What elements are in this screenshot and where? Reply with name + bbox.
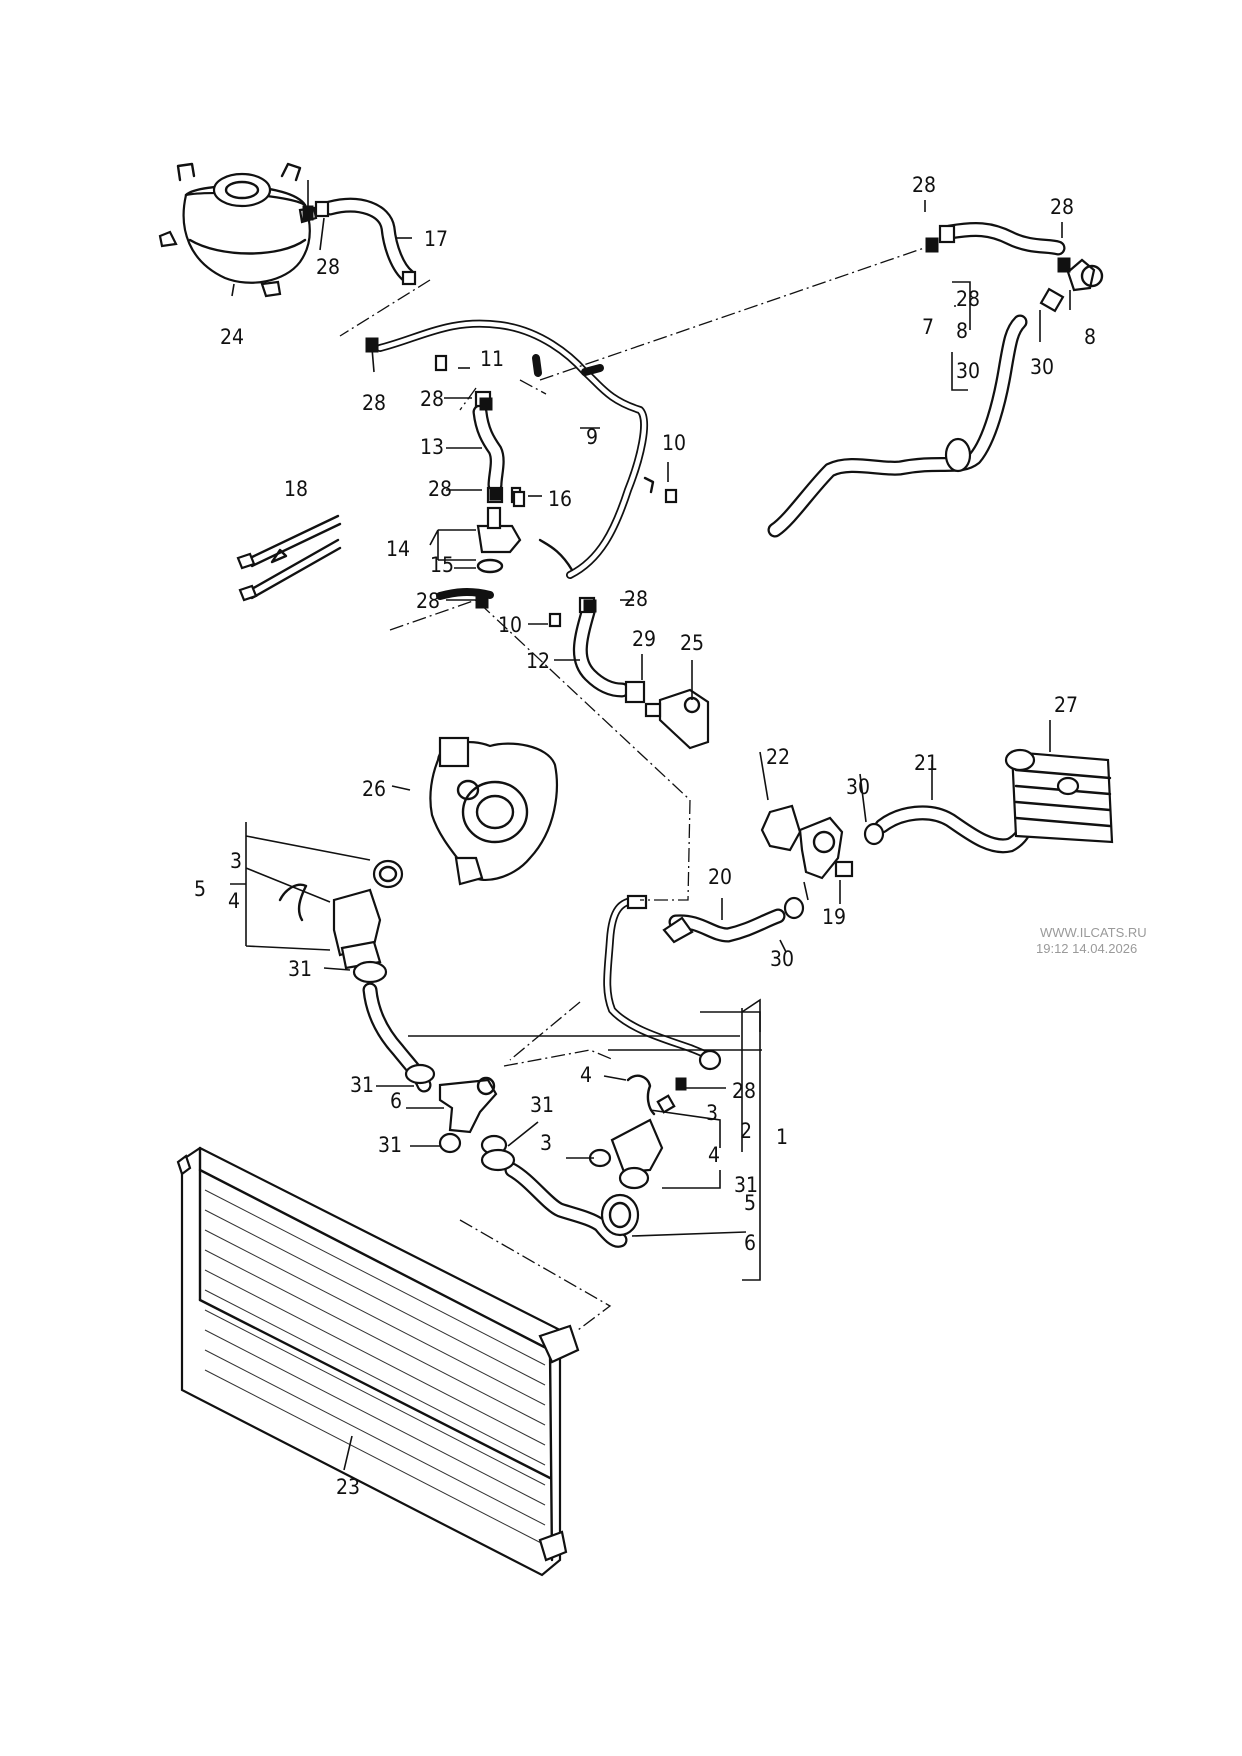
watermark: WWW.ILCATS.RU 19:12 14.04.2026 [1036,925,1147,956]
watermark-timestamp: 19:12 14.04.2026 [1036,941,1137,956]
assembly-lines [339,245,931,1331]
radiator-fins [204,1189,546,1546]
callout-17: 17 [424,227,448,251]
callout-6: 6 [744,1231,756,1255]
leader-lines [230,180,1071,1471]
callout-4: 4 [228,889,240,913]
callout-30: 30 [956,359,980,383]
callout-28: 28 [416,589,440,613]
callout-12: 12 [526,649,550,673]
callout-2: 2 [740,1119,752,1143]
callout-28: 28 [362,391,386,415]
coolant-temp-sender-25 [644,688,710,750]
callout-18: 18 [284,477,308,501]
callout-28: 28 [316,255,340,279]
connector-assembly-5 [278,859,404,970]
callout-14: 14 [386,537,410,561]
callout-28: 28 [624,587,648,611]
callout-5: 5 [744,1191,756,1215]
callout-4: 4 [580,1063,592,1087]
coolant-hose-assembly-1 [480,1074,676,1248]
callout-6: 6 [390,1089,402,1113]
watermark-site: WWW.ILCATS.RU [1040,925,1147,940]
callout-19: 19 [822,905,846,929]
hose-clip-29 [624,680,646,704]
callout-13: 13 [420,435,444,459]
callout-15: 15 [430,553,454,577]
cable-ties-18 [236,514,342,602]
callout-31: 31 [530,1093,554,1117]
oil-cooler-27 [1004,748,1114,844]
callout-29: 29 [632,627,656,651]
callout-8: 8 [1084,325,1096,349]
callout-28: 28 [420,387,444,411]
coolant-hose-20 [603,894,786,1071]
callout-28: 28 [956,287,980,311]
callout-22: 22 [766,745,790,769]
callout-8: 8 [956,319,968,343]
callout-23: 23 [336,1475,360,1499]
callout-3: 3 [540,1131,552,1155]
callout-25: 25 [680,631,704,655]
callout-5: 5 [194,877,206,901]
callout-31: 31 [350,1073,374,1097]
callout-30: 30 [846,775,870,799]
callout-28: 28 [1050,195,1074,219]
t-connector-6 [438,1076,508,1156]
callout-10: 10 [662,431,686,455]
callout-9: 9 [586,425,598,449]
callout-30: 30 [770,947,794,971]
tube-9 [376,319,655,600]
callout-31: 31 [378,1133,402,1157]
callout-3: 3 [706,1101,718,1125]
callout-7: 7 [922,315,934,339]
callout-31: 31 [288,957,312,981]
callout-3: 3 [230,849,242,873]
callout-28: 28 [732,1079,756,1103]
callout-16: 16 [548,487,572,511]
callout-24: 24 [220,325,244,349]
heater-hose-7 [767,222,1104,538]
callout-28: 28 [428,477,452,501]
callout-30: 30 [1030,355,1054,379]
callout-26: 26 [362,777,386,801]
callout-28: 28 [912,173,936,197]
coolant-pump-housing-26 [429,736,558,886]
radiator-23 [176,1146,580,1577]
bolts-10-11-16 [434,354,678,628]
callout-27: 27 [1054,693,1078,717]
hose-17 [314,197,417,286]
expansion-tank [158,162,318,298]
radiator-upper-hose [352,960,436,1093]
callout-11: 11 [480,347,504,371]
thermostat-housing-19 [760,804,854,880]
callout-31: 31 [734,1173,758,1197]
callout-10: 10 [498,613,522,637]
callout-1: 1 [776,1125,788,1149]
callout-labels: 1 2 3 3 3 4 4 4 5 5 6 6 7 8 8 9 10 10 11… [194,173,1096,1499]
callout-21: 21 [914,751,938,775]
callout-4: 4 [708,1143,720,1167]
callout-20: 20 [708,865,732,889]
